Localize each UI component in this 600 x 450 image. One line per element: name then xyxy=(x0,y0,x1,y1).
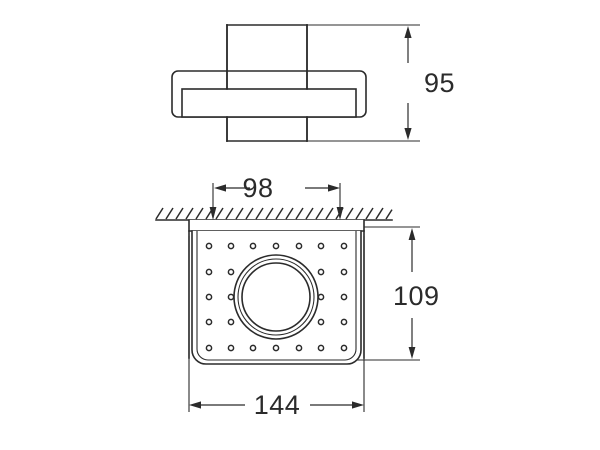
perforation-dot xyxy=(249,242,257,250)
hatch-stroke xyxy=(365,207,374,220)
hatch-stroke xyxy=(325,207,334,220)
hatch-stroke xyxy=(345,207,354,220)
perforation-dot xyxy=(340,242,348,250)
perforation-dot xyxy=(317,318,325,326)
opening-circle-middle xyxy=(237,258,315,336)
perforation-dot-grid xyxy=(205,242,348,352)
perforation-dot xyxy=(340,293,348,301)
hatch-stroke xyxy=(155,207,164,220)
perforation-dot xyxy=(205,268,213,276)
arrowhead-95-top xyxy=(404,26,412,38)
hatch-stroke xyxy=(285,207,294,220)
perforation-dot xyxy=(295,344,303,352)
dimension-label-144: 144 xyxy=(254,390,301,420)
perforation-dot xyxy=(317,242,325,250)
perforation-dot xyxy=(272,242,280,250)
plan-section-view: 98 xyxy=(155,173,440,420)
perforation-dot xyxy=(317,344,325,352)
hatch-stroke xyxy=(185,207,194,220)
arrowhead-144-left xyxy=(189,401,201,409)
hatch-stroke xyxy=(355,207,364,220)
hatch-stroke xyxy=(265,207,274,220)
side-elevation-view: 95 xyxy=(171,24,455,142)
perforation-dot xyxy=(272,344,280,352)
elevation-flange-outline xyxy=(171,70,367,118)
perforation-dot xyxy=(295,242,303,250)
perforation-dot xyxy=(205,242,213,250)
plan-body-outer-outline xyxy=(191,230,362,365)
hatch-stroke xyxy=(195,207,204,220)
perforation-dot xyxy=(340,344,348,352)
circular-opening xyxy=(233,254,319,340)
perforation-dot xyxy=(227,268,235,276)
hatch-stroke xyxy=(385,209,393,220)
arrowhead-98-right xyxy=(328,184,340,192)
perforation-dot xyxy=(340,318,348,326)
hatch-stroke xyxy=(175,207,184,220)
arrowhead-109-bottom xyxy=(408,347,416,359)
hatch-stroke xyxy=(235,207,244,220)
hatch-stroke xyxy=(215,207,224,220)
plan-body-inner-outline xyxy=(196,230,357,361)
arrowhead-109-top xyxy=(408,228,416,240)
perforation-dot xyxy=(205,344,213,352)
hatch-stroke xyxy=(165,207,174,220)
hatch-stroke xyxy=(275,207,284,220)
plan-top-strip-fill xyxy=(189,220,364,231)
hatch-stroke xyxy=(205,207,214,220)
arrowhead-144-right xyxy=(352,401,364,409)
perforation-dot xyxy=(227,318,235,326)
opening-circle-inner xyxy=(241,262,311,332)
elevation-inner-bar-outline xyxy=(181,88,357,118)
arrowhead-95-bottom xyxy=(404,128,412,140)
opening-fill xyxy=(234,255,318,339)
perforation-dot xyxy=(340,268,348,276)
perforation-dot xyxy=(317,268,325,276)
dimension-label-95: 95 xyxy=(424,68,455,98)
hatch-stroke xyxy=(375,207,384,220)
hatch-stroke xyxy=(295,207,304,220)
perforation-dot xyxy=(317,293,325,301)
perforation-dot xyxy=(205,318,213,326)
perforation-dot xyxy=(249,344,257,352)
hatch-stroke xyxy=(315,207,324,220)
hatch-stroke xyxy=(225,207,234,220)
hatch-stroke xyxy=(245,207,254,220)
dimension-label-109: 109 xyxy=(393,281,440,311)
hatch-stroke xyxy=(305,207,314,220)
dimension-label-98: 98 xyxy=(242,173,273,203)
hatch-stroke xyxy=(255,207,264,220)
elevation-inner-bar-fill xyxy=(182,89,356,117)
perforation-dot xyxy=(227,344,235,352)
perforation-dot xyxy=(205,293,213,301)
arrowhead-98-left xyxy=(214,184,226,192)
perforation-dot xyxy=(227,242,235,250)
perforation-dot xyxy=(227,293,235,301)
hatch-stroke xyxy=(335,207,344,220)
